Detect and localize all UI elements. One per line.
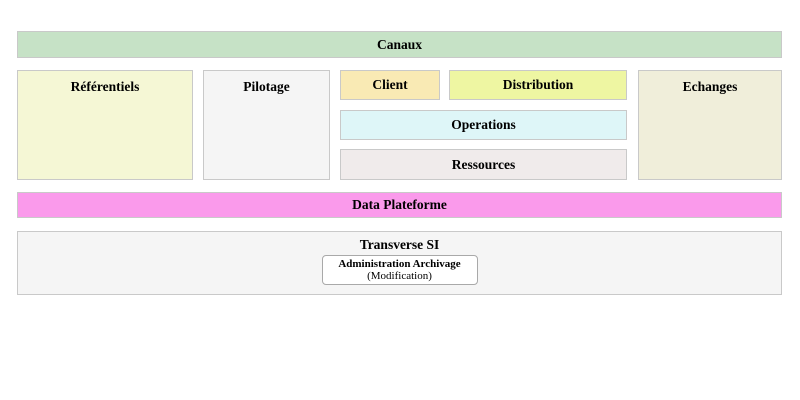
- pilotage-block: Pilotage: [203, 70, 330, 180]
- canaux-label: Canaux: [376, 36, 422, 52]
- echanges-label: Echanges: [682, 79, 738, 94]
- administration-archivage-box: Administration Archivage (Modification): [321, 255, 478, 285]
- client-block: Client: [340, 70, 440, 100]
- distribution-label: Distribution: [502, 77, 574, 92]
- pilotage-label: Pilotage: [243, 79, 290, 94]
- ressources-label: Ressources: [451, 156, 516, 172]
- client-label: Client: [372, 77, 408, 92]
- referentiels-label: Référentiels: [70, 79, 140, 94]
- operations-block: Operations: [340, 110, 627, 140]
- data-plateforme-label: Data Plateforme: [352, 197, 447, 212]
- distribution-block: Distribution: [449, 70, 627, 100]
- echanges-block: Echanges: [638, 70, 782, 180]
- operations-label: Operations: [451, 117, 516, 132]
- data-plateforme-block: Data Plateforme: [17, 192, 782, 218]
- administration-archivage-title: Administration Archivage: [338, 258, 461, 270]
- referentiels-block: Référentiels: [17, 70, 193, 180]
- transverse-si-label: Transverse SI: [359, 237, 440, 252]
- ressources-block: Ressources: [340, 149, 627, 180]
- transverse-si-block: Transverse SI Administration Archivage (…: [17, 231, 782, 295]
- canaux-block: Canaux: [17, 31, 782, 58]
- administration-archivage-subtitle: (Modification): [367, 270, 432, 282]
